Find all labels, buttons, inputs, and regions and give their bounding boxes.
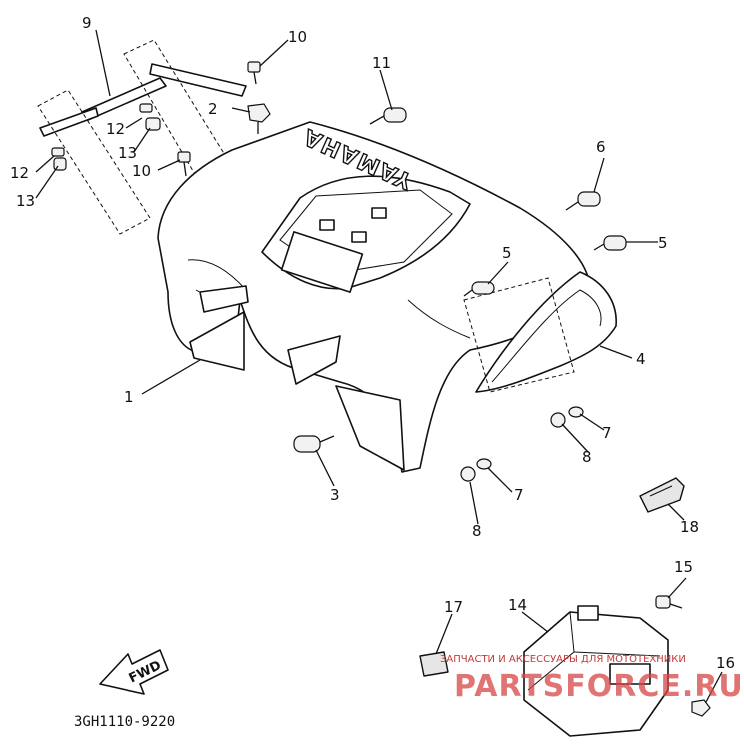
watermark: ЗАПЧАСТИ И АКСЕССУАРЫ ДЛЯ МОТОТЕХНИКИ PA… <box>440 654 744 704</box>
callout-9: 9 <box>82 14 92 32</box>
part-12-13-collars-upper[interactable] <box>51 103 161 171</box>
callout-11: 11 <box>372 54 391 72</box>
part-10-bolt-upper[interactable] <box>247 61 261 85</box>
part-5-screw-right[interactable] <box>593 235 627 251</box>
callout-10-left: 10 <box>132 162 151 180</box>
callout-12-left: 12 <box>10 164 29 182</box>
callout-5-right: 5 <box>658 234 668 252</box>
callout-18: 18 <box>680 518 699 536</box>
part-16-nut[interactable] <box>691 699 711 717</box>
part-2-bolt[interactable] <box>247 103 271 134</box>
callout-7-left: 7 <box>514 486 524 504</box>
diagram-code: 3GH1110-9220 <box>74 714 175 730</box>
part-1-rear-fender[interactable]: YAMAHA <box>157 121 591 473</box>
part-7-8-nut-washer-right[interactable] <box>550 406 584 428</box>
part-9-stay-brackets[interactable] <box>37 39 247 235</box>
part-6-screw[interactable] <box>565 191 601 211</box>
callout-2: 2 <box>208 100 218 118</box>
part-3-screw[interactable] <box>293 435 335 453</box>
callout-10-top: 10 <box>288 28 307 46</box>
callout-13-upper: 13 <box>118 144 137 162</box>
callout-16: 16 <box>716 654 735 672</box>
part-18-clip[interactable] <box>639 477 685 513</box>
callout-13-left: 13 <box>16 192 35 210</box>
callout-8-left: 8 <box>472 522 482 540</box>
callout-5-left: 5 <box>502 244 512 262</box>
callout-8-right: 8 <box>582 448 592 466</box>
callout-1: 1 <box>124 388 134 406</box>
part-14-cover[interactable] <box>523 605 669 737</box>
callout-3: 3 <box>330 486 340 504</box>
part-7-8-nut-washer-left[interactable] <box>460 458 492 482</box>
callout-6: 6 <box>596 138 606 156</box>
leader-lines <box>35 29 723 703</box>
part-11-screw[interactable] <box>369 107 407 125</box>
callout-14: 14 <box>508 596 527 614</box>
callout-12-upper: 12 <box>106 120 125 138</box>
watermark-tagline: ЗАПЧАСТИ И АКСЕССУАРЫ ДЛЯ МОТОТЕХНИКИ <box>440 654 686 665</box>
callout-17: 17 <box>444 598 463 616</box>
watermark-site: PARTSFORCE.RU <box>454 669 744 704</box>
callout-4: 4 <box>636 350 646 368</box>
callout-15: 15 <box>674 558 693 576</box>
part-4-bracket[interactable] <box>463 271 617 393</box>
fwd-arrow-icon: FWD <box>99 649 169 695</box>
callout-labels: 9 10 11 2 12 13 10 12 13 1 6 5 5 4 7 8 7… <box>10 14 735 672</box>
part-5-screw-left[interactable] <box>463 281 495 297</box>
callout-7-right: 7 <box>602 424 612 442</box>
part-15-bolt[interactable] <box>655 595 683 609</box>
part-10-bolt-left[interactable] <box>177 151 191 177</box>
